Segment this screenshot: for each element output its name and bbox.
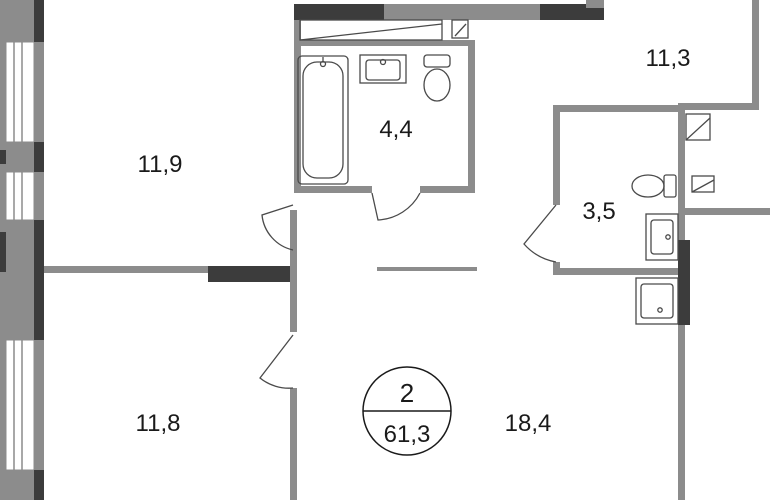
room-area-bedroom-bottom-left: 11,8	[136, 410, 181, 437]
total-area: 61,3	[384, 421, 431, 448]
toilet-icon	[423, 54, 451, 102]
sink-icon-3	[635, 277, 679, 325]
sink-icon-2	[645, 213, 679, 261]
room-area-loggia: 11,3	[646, 45, 691, 72]
sink-icon	[359, 54, 407, 84]
doors	[259, 192, 557, 389]
room-area-living-kitchen: 18,4	[505, 410, 552, 437]
room-area-bedroom-top-left: 11,9	[138, 151, 183, 178]
shelf-icon	[299, 19, 443, 41]
bathtub-icon	[297, 55, 349, 185]
toilet-icon-2	[631, 174, 677, 198]
room-area-bathroom: 4,4	[379, 116, 412, 143]
room-area-toilet: 3,5	[582, 198, 615, 225]
summary-badge: 2 61,3	[362, 366, 452, 456]
top-wall	[294, 0, 604, 20]
riser-icons	[685, 113, 715, 193]
left-exterior-wall	[0, 0, 44, 500]
washing-machine-icon	[451, 19, 469, 39]
rooms-count: 2	[400, 378, 414, 408]
